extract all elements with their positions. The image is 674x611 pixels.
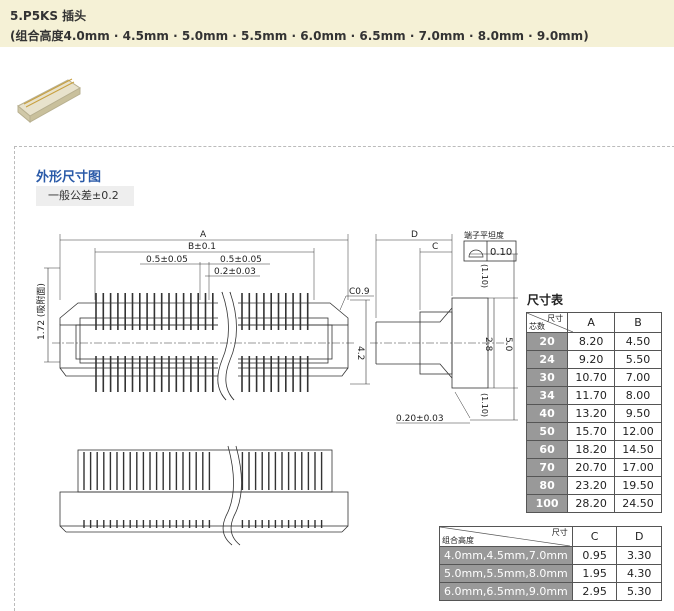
- size-table-cell: 100: [525, 494, 569, 513]
- height-table-corner: 尺寸 组合高度: [439, 526, 573, 547]
- size-table-cell: 23.20: [567, 476, 616, 495]
- size-table-cell: 18.20: [567, 440, 616, 459]
- dim-suction-height: 1.72 (吸附面): [35, 283, 47, 340]
- size-table-cell: 14.50: [614, 440, 662, 459]
- dim-height-42: 4.2: [355, 346, 365, 360]
- dim-110-top: (1.10): [480, 264, 489, 288]
- side-view: [370, 234, 518, 424]
- size-table-cell: 11.70: [567, 386, 616, 405]
- size-table-corner: 尺寸 芯数: [525, 312, 573, 333]
- size-table-cell: 9.50: [614, 404, 662, 423]
- page-title: 5.P5KS 插头: [10, 9, 87, 23]
- size-table-cell: 15.70: [567, 422, 616, 441]
- size-table-cell: 24.50: [614, 494, 662, 513]
- drawing-panel: [14, 146, 674, 611]
- height-table-cell: 6.0mm,6.5mm,9.0mm: [439, 582, 573, 601]
- dim-b: B±0.1: [188, 242, 216, 252]
- flatness-label: 端子平坦度: [464, 230, 504, 240]
- height-table-cell: 2.95: [571, 582, 618, 601]
- height-table-cell: 3.30: [616, 546, 662, 565]
- size-table-cell: 24: [525, 350, 569, 369]
- page-subtitle: (组合高度4.0mm · 4.5mm · 5.0mm · 5.5mm · 6.0…: [10, 29, 589, 43]
- dim-pitch-2: 0.5±0.05: [220, 255, 262, 265]
- tolerance-note: 一般公差±0.2: [36, 186, 134, 206]
- size-table-col-a: A: [567, 312, 616, 333]
- dim-50: 5.0: [503, 337, 513, 352]
- size-table-cell: 40: [525, 404, 569, 423]
- size-table-cell: 10.70: [567, 368, 616, 387]
- header-bar: 5.P5KS 插头 (组合高度4.0mm · 4.5mm · 5.0mm · 5…: [0, 0, 674, 47]
- size-table-cell: 8.00: [614, 386, 662, 405]
- size-table-cell: 60: [525, 440, 569, 459]
- dim-110-bottom: (1.10): [480, 393, 489, 417]
- dim-pin-width: 0.2±0.03: [214, 267, 256, 277]
- bottom-view: [59, 445, 349, 546]
- dim-chamfer: C0.9: [349, 287, 370, 297]
- size-table-title: 尺寸表: [527, 293, 564, 307]
- size-table-cell: 13.20: [567, 404, 616, 423]
- size-table-cell: 19.50: [614, 476, 662, 495]
- dim-28: 2.8: [483, 337, 493, 352]
- size-table-cell: 4.50: [614, 332, 662, 351]
- size-table-cell: 70: [525, 458, 569, 477]
- section-title: 外形尺寸图: [36, 170, 102, 185]
- size-table-cell: 8.20: [567, 332, 616, 351]
- dim-d: D: [411, 230, 418, 240]
- height-table-cell: 5.0mm,5.5mm,8.0mm: [439, 564, 573, 583]
- dim-c: C: [432, 242, 438, 252]
- size-table-cell: 80: [525, 476, 569, 495]
- size-table-cell: 28.20: [567, 494, 616, 513]
- size-table-col-b: B: [614, 312, 662, 333]
- height-table-cell: 4.0mm,4.5mm,7.0mm: [439, 546, 573, 565]
- height-table-cell: 5.30: [616, 582, 662, 601]
- connector-photo: [17, 78, 81, 124]
- height-table-col-d: D: [616, 526, 662, 547]
- dim-lead-width: 0.20±0.03: [396, 414, 444, 424]
- size-table-cell: 9.20: [567, 350, 616, 369]
- size-table-cell: 20: [525, 332, 569, 351]
- height-table-cell: 0.95: [571, 546, 618, 565]
- size-table-cell: 20.70: [567, 458, 616, 477]
- size-table-cell: 12.00: [614, 422, 662, 441]
- height-table-col-c: C: [571, 526, 618, 547]
- flatness-value: 0.10: [490, 247, 512, 258]
- size-table-cell: 17.00: [614, 458, 662, 477]
- size-table-cell: 34: [525, 386, 569, 405]
- dim-a: A: [200, 230, 207, 240]
- size-table-cell: 50: [525, 422, 569, 441]
- dim-pitch-1: 0.5±0.05: [146, 255, 188, 265]
- size-table-cell: 30: [525, 368, 569, 387]
- size-table-cell: 7.00: [614, 368, 662, 387]
- height-table-cell: 4.30: [616, 564, 662, 583]
- size-table-cell: 5.50: [614, 350, 662, 369]
- front-view: [44, 234, 374, 401]
- height-table-cell: 1.95: [571, 564, 618, 583]
